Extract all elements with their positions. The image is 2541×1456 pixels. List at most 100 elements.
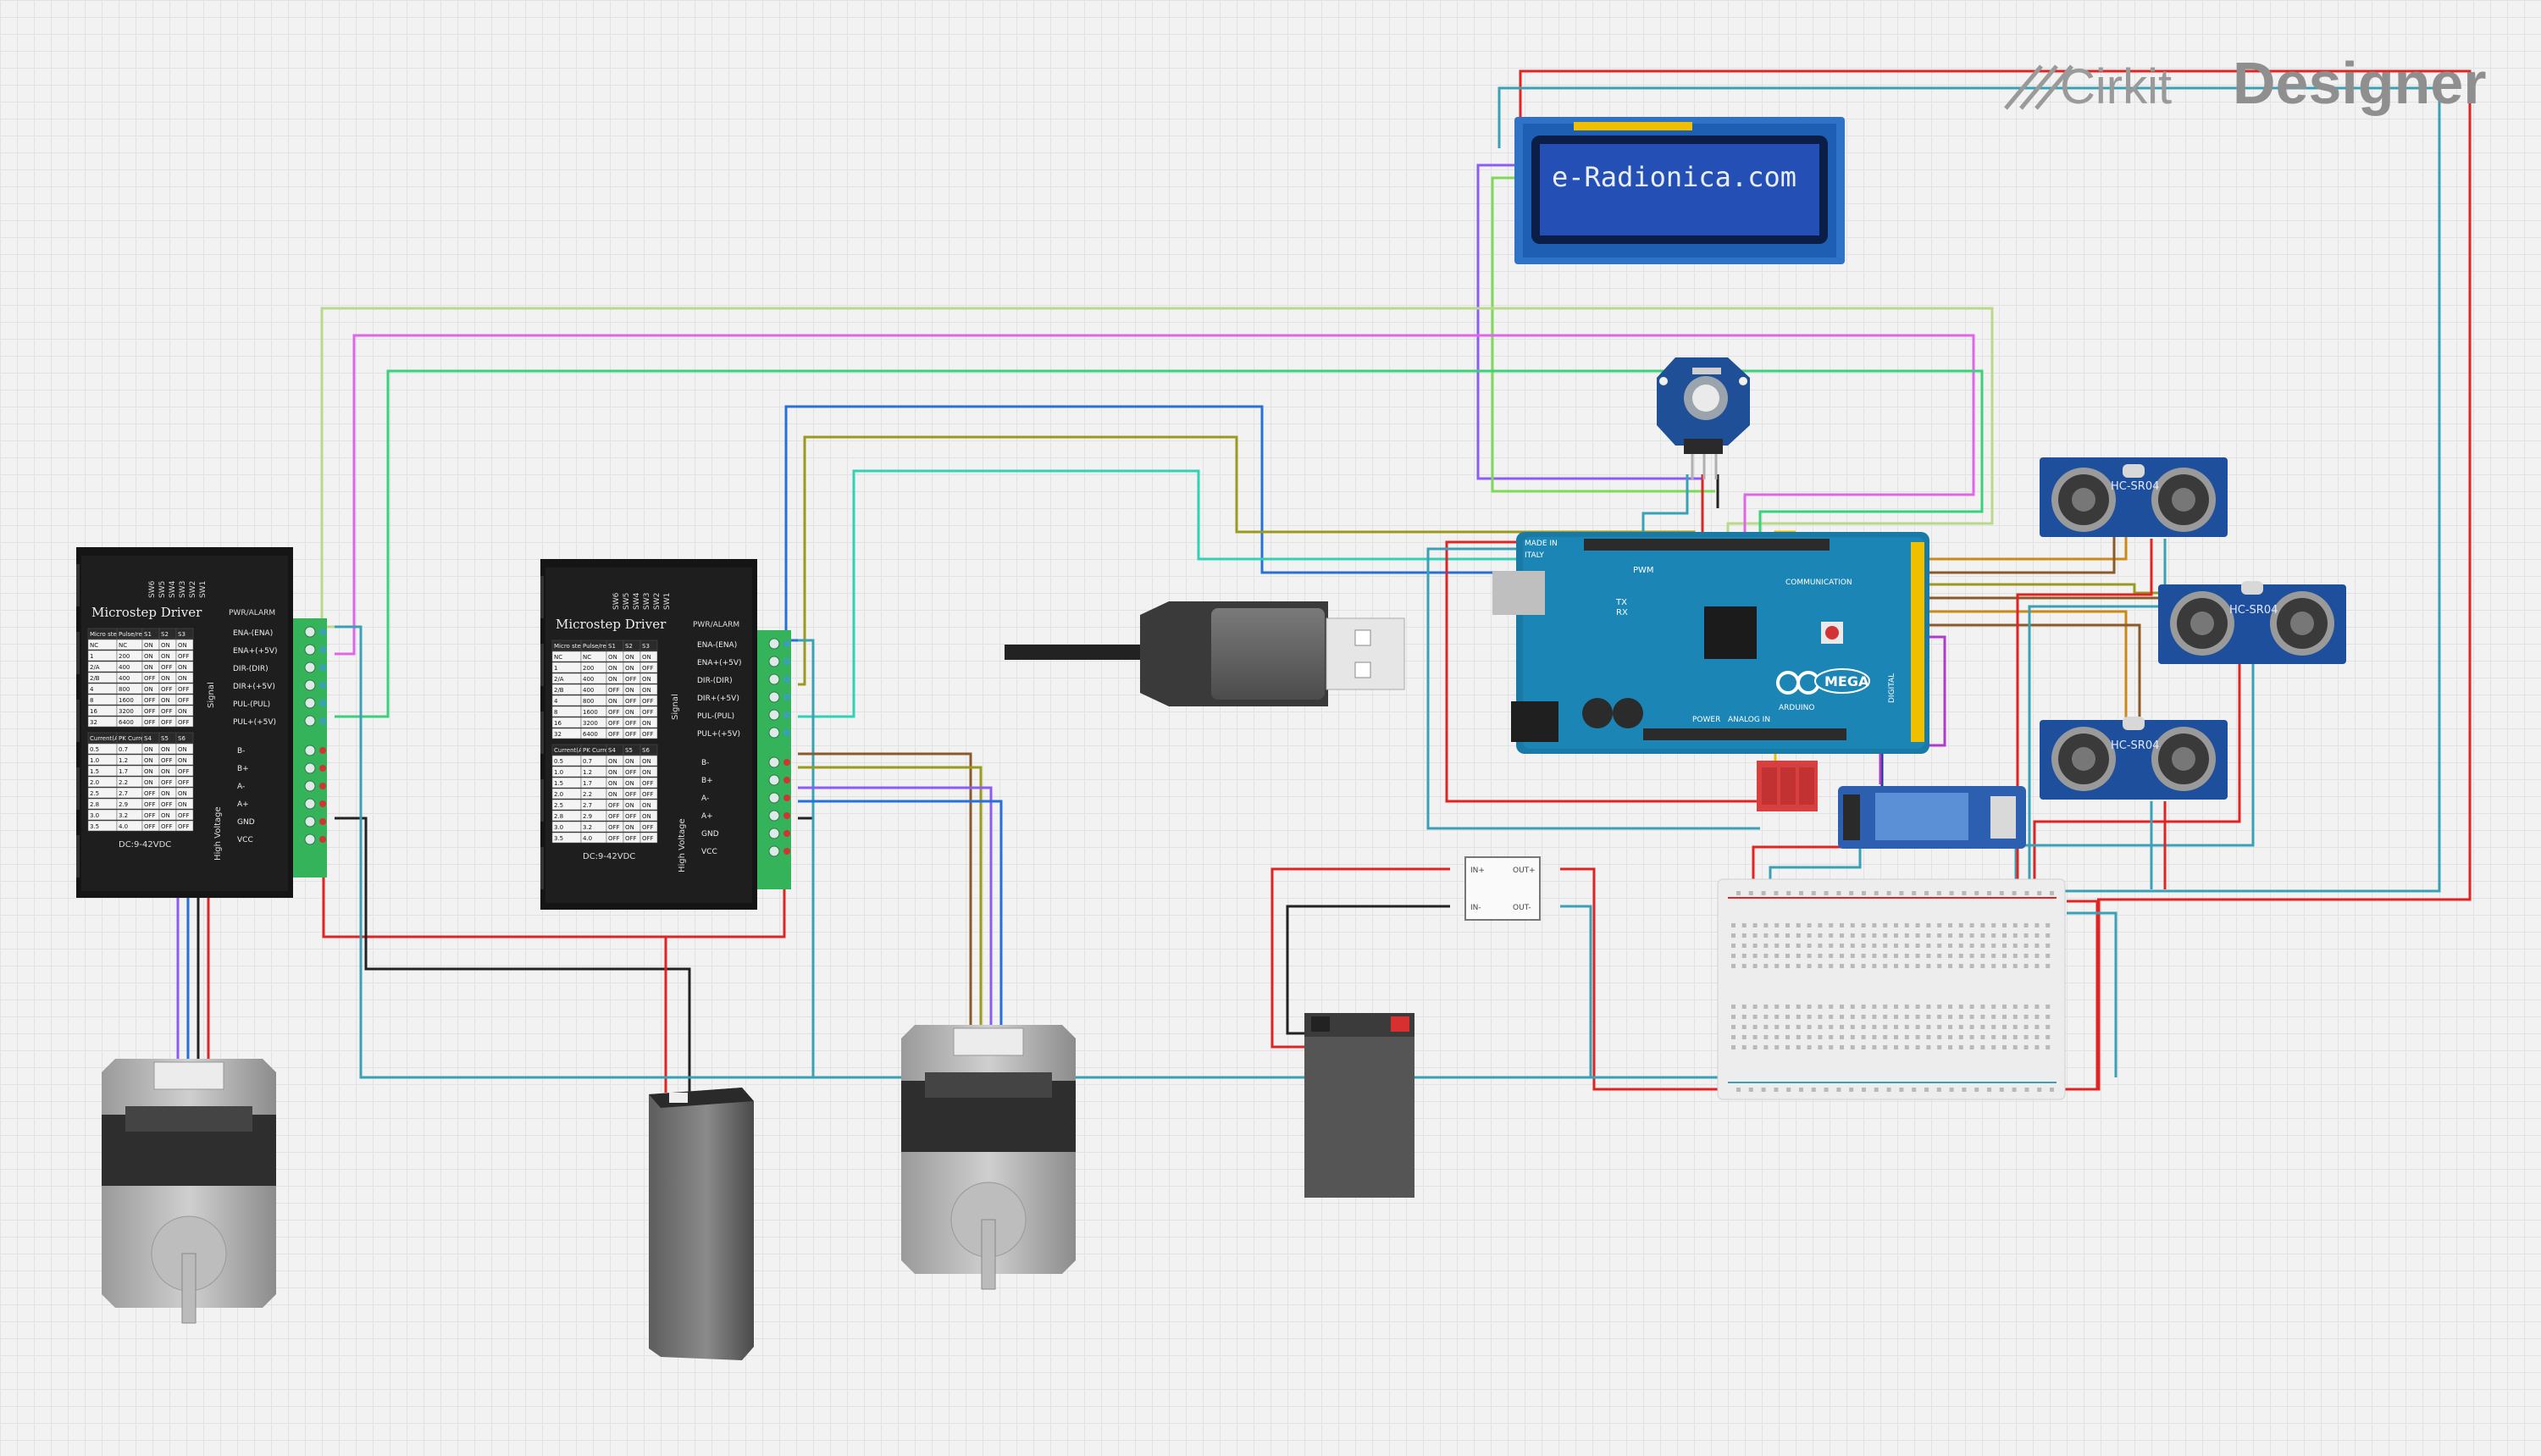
- wire-red-top[interactable]: [1519, 69, 2472, 901]
- wire-bb-red-right[interactable]: [2067, 900, 2099, 1089]
- table-cell: OFF: [161, 686, 173, 693]
- table-cell: 4.0: [119, 823, 128, 830]
- table-cell: 32: [554, 731, 562, 738]
- wire-magenta-d1[interactable]: [335, 334, 1975, 656]
- table-cell: ON: [625, 665, 634, 672]
- logic-level-converter[interactable]: [1757, 761, 1818, 811]
- battery-cylinder[interactable]: [649, 1088, 754, 1360]
- wire-d2-motor-olive[interactable]: [798, 766, 983, 1030]
- hv-pin-label: B-: [237, 747, 245, 756]
- table-cell: 2.2: [119, 779, 128, 786]
- analog-label: ANALOG IN: [1728, 716, 1770, 724]
- wire-d2-gnd-black[interactable]: [798, 817, 815, 969]
- wire-d2-motor-brown[interactable]: [798, 752, 972, 1030]
- wire-pot-1[interactable]: [1641, 474, 1689, 547]
- table-cell: Current(A): [554, 747, 585, 754]
- wire-d2-motor-purple[interactable]: [798, 786, 993, 1030]
- wire-teal-us2[interactable]: [2014, 661, 2255, 889]
- wire-brown-3[interactable]: [1914, 623, 2141, 718]
- breadboard[interactable]: [1717, 878, 2066, 1100]
- table-cell: 1.5: [90, 768, 99, 775]
- wire-d2-motor-blue[interactable]: [798, 800, 1003, 1030]
- table-cell: OFF: [642, 780, 654, 787]
- table-cell: 800: [119, 686, 130, 693]
- table-cell: S4: [144, 735, 152, 742]
- wire-teal-us1[interactable]: [2028, 539, 2167, 889]
- table-cell: ON: [608, 769, 617, 776]
- table-cell: ON: [178, 757, 187, 764]
- table-cell: 16: [90, 708, 97, 715]
- lcd-display[interactable]: e-Radionica.com: [1514, 117, 1845, 264]
- table-cell: 4: [90, 686, 94, 693]
- stepper-motor-2[interactable]: [901, 1025, 1076, 1290]
- wire-bt-red[interactable]: [1752, 810, 1850, 889]
- table-cell: 2.9: [583, 813, 592, 820]
- wire-reg-in-red[interactable]: [1270, 867, 1450, 1049]
- wire-purple-lcd[interactable]: [1476, 163, 1702, 480]
- table-cell: S3: [642, 643, 650, 650]
- arduino-mega-board[interactable]: MADE IN ITALY PWM COMMUNICATION TX RX ME…: [1492, 532, 1929, 754]
- wire-bb-teal-right[interactable]: [2067, 911, 2118, 1077]
- reset-button[interactable]: [1825, 626, 1839, 639]
- table-cell: OFF: [178, 697, 190, 704]
- wire-teal-arduino-left[interactable]: [1426, 547, 1760, 830]
- wire-d1-vcc-red[interactable]: [322, 830, 786, 938]
- reg-out-plus: OUT+: [1513, 866, 1536, 875]
- usb-cable[interactable]: [1005, 601, 1405, 706]
- hv-pin-label: A-: [237, 783, 245, 791]
- table-cell: ON: [161, 746, 170, 753]
- table-cell: OFF: [144, 708, 156, 715]
- table-cell: 1.7: [119, 768, 128, 775]
- table-cell: S1: [608, 643, 616, 650]
- potentiometer-module[interactable]: [1657, 357, 1750, 479]
- table-cell: PK Current: [119, 735, 151, 742]
- table-cell: S2: [161, 631, 169, 638]
- switch-label: SW1: [199, 581, 208, 598]
- table-cell: 4: [554, 698, 558, 705]
- hv-pin-label: GND: [701, 830, 719, 839]
- signal-pin-label: DIR-(DIR): [233, 665, 268, 673]
- table-cell: ON: [161, 697, 170, 704]
- table-cell: OFF: [625, 813, 637, 820]
- sensor-label: HC-SR04: [2229, 604, 2278, 617]
- stepper-motor-1[interactable]: [102, 1059, 276, 1324]
- table-cell: ON: [642, 769, 651, 776]
- table-cell: 2.0: [90, 779, 99, 786]
- table-cell: OFF: [642, 824, 654, 831]
- ultrasonic-sensor-1[interactable]: HC-SR04: [2040, 457, 2228, 537]
- wire-teal-bottom-2[interactable]: [798, 639, 815, 1077]
- wire-teal-top[interactable]: [1497, 86, 2441, 893]
- wire-reg-out-teal[interactable]: [1560, 905, 1728, 1079]
- battery-block[interactable]: [1304, 1013, 1414, 1198]
- wire-purple-arduino[interactable]: [1879, 635, 1946, 784]
- wire-green-d1[interactable]: [335, 369, 1984, 718]
- wire-red-arduino-left[interactable]: [1445, 540, 1760, 803]
- wire-reg-out-red[interactable]: [1560, 867, 2101, 1091]
- table-cell: OFF: [625, 676, 637, 683]
- table-cell: 1.2: [119, 757, 128, 764]
- wire-red-us1[interactable]: [2016, 539, 2153, 889]
- table-cell: 400: [583, 676, 594, 683]
- voltage-regulator[interactable]: IN+ IN- OUT+ OUT-: [1464, 856, 1541, 921]
- ultrasonic-sensor-3[interactable]: HC-SR04: [2040, 717, 2228, 800]
- table-cell: OFF: [608, 802, 620, 809]
- table-cell: S3: [178, 631, 185, 638]
- wire-orange-2[interactable]: [1914, 610, 2128, 718]
- bluetooth-module[interactable]: [1838, 786, 2026, 849]
- comm-label: COMMUNICATION: [1785, 579, 1852, 587]
- power-label: POWER: [1692, 716, 1720, 724]
- wire-d1-gnd-black[interactable]: [335, 817, 691, 1093]
- signal-pin-label: DIR+(+5V): [697, 695, 739, 703]
- arduino-brand-label: ARDUINO: [1779, 704, 1814, 712]
- table-cell: OFF: [642, 709, 654, 716]
- ultrasonic-sensor-2[interactable]: HC-SR04: [2158, 581, 2346, 664]
- table-cell: 400: [119, 664, 130, 671]
- table-cell: ON: [178, 675, 187, 682]
- table-cell: 2/A: [90, 664, 100, 671]
- wire-red-us2[interactable]: [2033, 661, 2241, 889]
- table-cell: ON: [144, 757, 153, 764]
